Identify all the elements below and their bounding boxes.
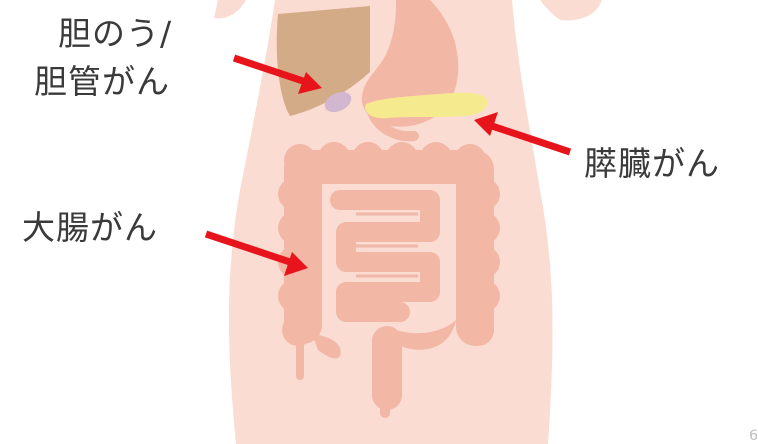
page-number: 6 bbox=[749, 428, 758, 444]
left-arm bbox=[214, 0, 246, 18]
pancreas-label: 膵臓がん bbox=[584, 144, 720, 184]
gallbladder-label-line1: 胆のう/ bbox=[58, 14, 172, 54]
colon-label: 大腸がん bbox=[22, 208, 158, 248]
gallbladder-label-line2: 胆管がん bbox=[34, 62, 170, 102]
right-arm bbox=[540, 0, 602, 20]
